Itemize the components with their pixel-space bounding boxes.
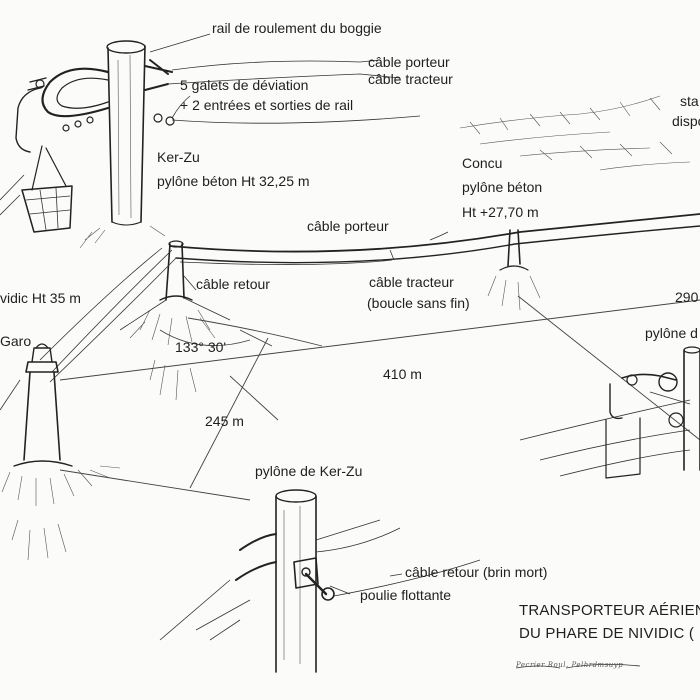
title-line-2: DU PHARE DE NIVIDIC ( <box>519 625 695 642</box>
right-pylon-detail <box>519 346 700 479</box>
signature: Pecrier Roul. Pelhrdmsuyp <box>516 661 624 669</box>
label-cable-retour-mid: câble retour <box>196 276 270 292</box>
top-cables <box>149 33 421 124</box>
label-rail-roulement: rail de roulement du boggie <box>212 20 382 36</box>
leader-lines <box>171 95 449 595</box>
signature-mark <box>515 664 641 669</box>
label-galets-2: + 2 entrées et sorties de rail <box>180 97 354 113</box>
label-pylone-kerzu-detail: pylône de Ker-Zu <box>255 463 363 479</box>
label-dist-245: 245 m <box>205 413 244 429</box>
label-dist-290-partial: 290 <box>675 289 699 305</box>
lighthouse-cables <box>39 247 177 383</box>
label-poulie-flottante: poulie flottante <box>360 587 452 603</box>
label-cable-porteur-top: câble porteur <box>368 54 450 70</box>
label-concu-pylone: pylône béton <box>462 179 543 195</box>
label-angle: 133° 30' <box>175 339 227 355</box>
label-station-partial-1: sta <box>680 93 699 109</box>
title-line-1: TRANSPORTEUR AÉRIEN <box>519 602 700 619</box>
kerzu-pylon <box>79 40 166 249</box>
label-cable-porteur-mid: câble porteur <box>307 218 389 234</box>
label-cable-retour-brin-mort: câble retour (brin mort) <box>405 564 548 580</box>
concu-pylon <box>487 229 541 311</box>
label-kerzu-pylone: pylône béton Ht 32,25 m <box>157 173 310 189</box>
label-pylone-partial: pylône d <box>645 325 698 341</box>
hanging-basket <box>0 145 73 233</box>
kerzu-detail-pylon <box>159 489 481 673</box>
label-boucle-sans-fin: (boucle sans fin) <box>367 295 470 311</box>
main-cables <box>169 213 700 265</box>
nividic-lighthouse <box>0 343 121 561</box>
boggie-rail <box>15 59 175 153</box>
label-cable-tracteur-top: câble tracteur <box>368 71 453 87</box>
label-station-partial-2: dispo <box>672 113 700 129</box>
label-galets-1: 5 galets de déviation <box>180 77 309 93</box>
label-garo: Garo <box>0 333 32 349</box>
label-kerzu-name: Ker-Zu <box>157 149 200 165</box>
label-concu-name: Concu <box>462 155 503 171</box>
mid-pylon-left <box>119 240 231 401</box>
label-cable-tracteur-mid: câble tracteur <box>369 274 454 290</box>
station-rocks <box>459 95 691 171</box>
label-nividic-height: vidic Ht 35 m <box>0 290 81 306</box>
label-concu-height: Ht +27,70 m <box>462 204 539 220</box>
label-dist-410: 410 m <box>383 366 422 382</box>
